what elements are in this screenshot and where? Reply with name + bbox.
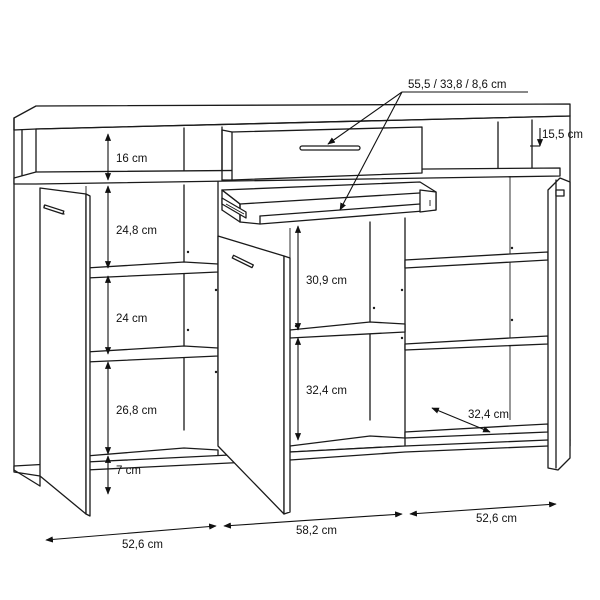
left-door [39, 187, 91, 517]
label-center-upper-height: 30,9 cm [306, 275, 347, 287]
label-left-width: 52,6 cm [122, 539, 163, 551]
label-left-lower-height: 26,8 cm [116, 405, 157, 417]
label-top-depth: 15,5 cm [542, 129, 583, 141]
open-drawer [221, 181, 437, 225]
label-right-depth: 32,4 cm [468, 409, 509, 421]
label-right-width: 52,6 cm [476, 513, 517, 525]
drawer-handle [299, 145, 361, 151]
label-plinth-height: 7 cm [116, 465, 141, 477]
label-drawer-dims: 55,5 / 33,8 / 8,6 cm [408, 79, 506, 91]
label-center-lower-height: 32,4 cm [306, 385, 347, 397]
upper-drawer [221, 126, 423, 181]
label-left-middle-height: 24 cm [116, 313, 147, 325]
center-door [217, 235, 291, 515]
label-open-shelf-height: 16 cm [116, 153, 147, 165]
label-left-upper-height: 24,8 cm [116, 225, 157, 237]
right-door [547, 177, 571, 471]
center-door-handle [231, 254, 254, 269]
dimension-labels: 55,5 / 33,8 / 8,6 cm 15,5 cm 16 cm 24,8 … [116, 79, 583, 551]
dimension-lines [45, 91, 557, 543]
label-center-width: 58,2 cm [296, 525, 337, 537]
right-door-handle [555, 189, 565, 197]
